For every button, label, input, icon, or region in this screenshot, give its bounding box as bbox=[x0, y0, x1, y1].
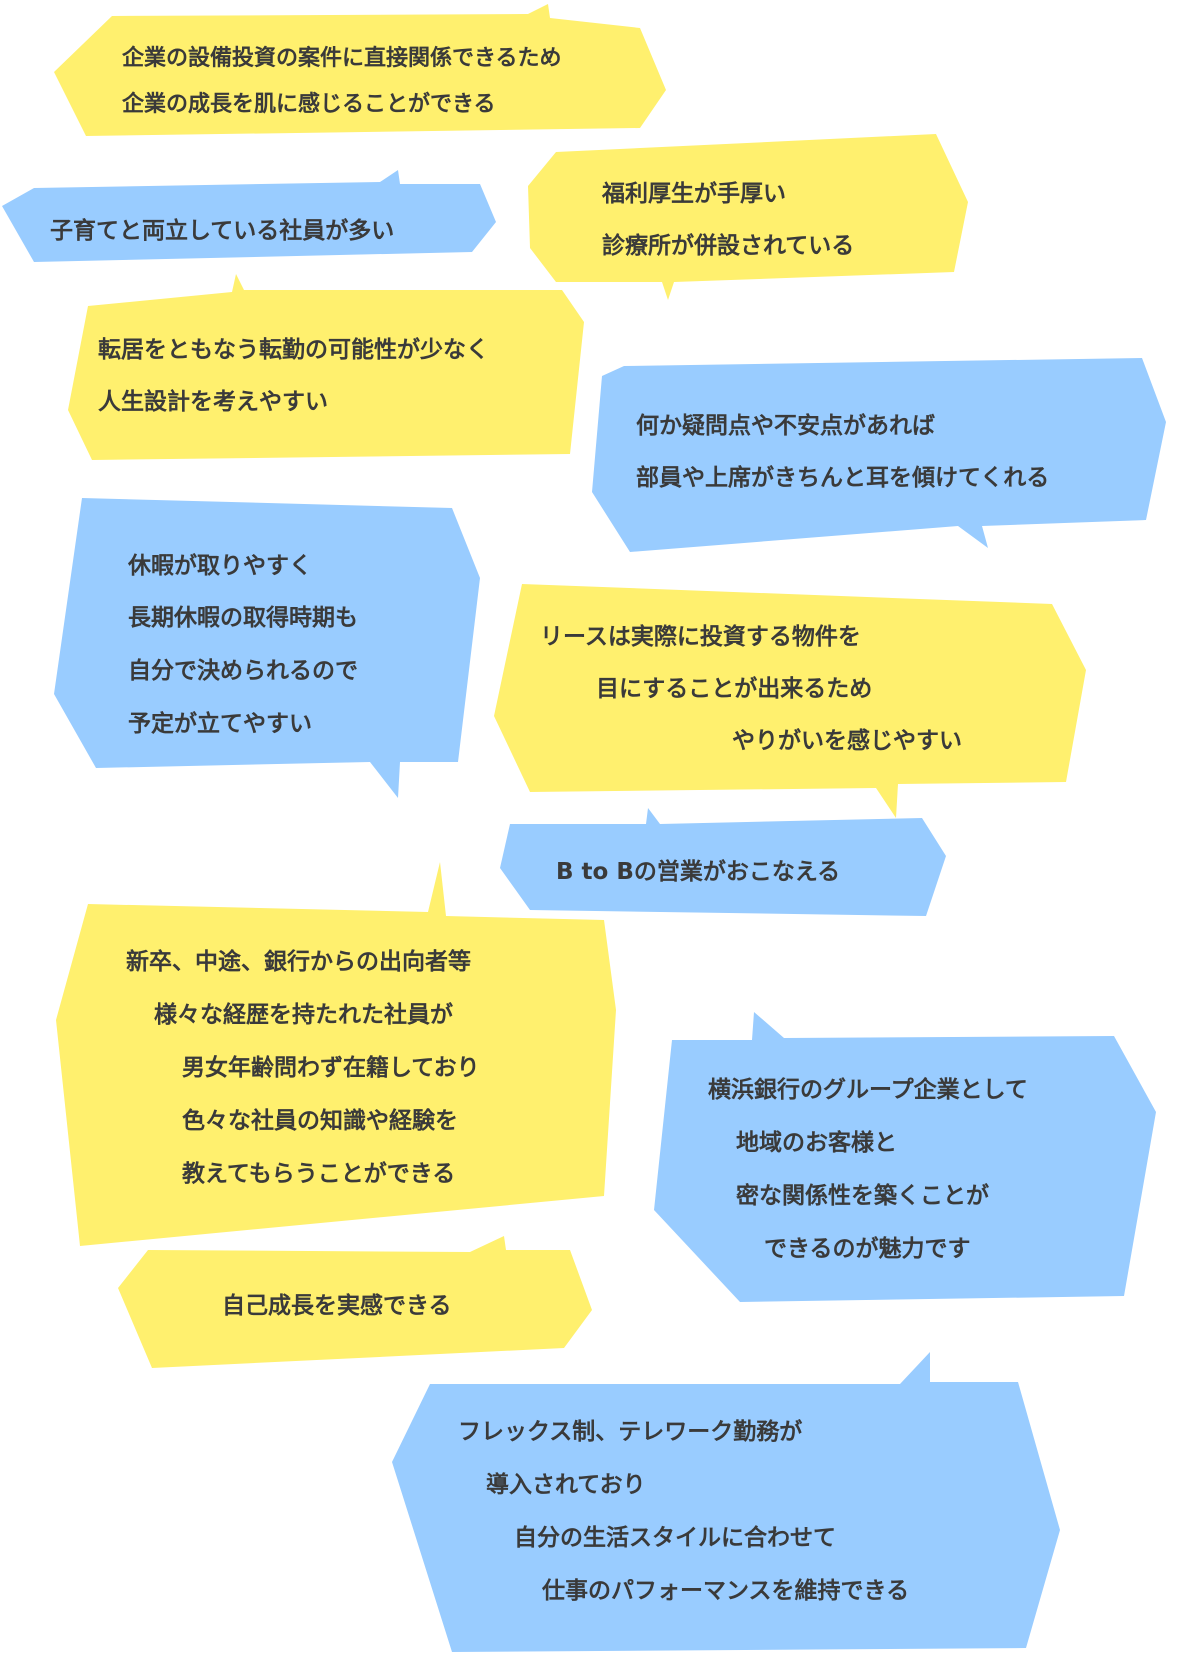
bubble-line: 地域のお客様と bbox=[736, 1130, 897, 1156]
bubble-line: 横浜銀行のグループ企業として bbox=[708, 1077, 1028, 1103]
bubble-line: 部員や上席がきちんと耳を傾けてくれる bbox=[636, 465, 1050, 491]
bubble-line: できるのが魅力です bbox=[764, 1236, 971, 1262]
speech-bubble-shape bbox=[118, 1236, 592, 1368]
bubble-line: 長期休暇の取得時期も bbox=[128, 605, 358, 631]
speech-bubble-shape bbox=[500, 808, 946, 916]
bubble-line: 福利厚生が手厚い bbox=[602, 181, 786, 207]
bubble-line: 教えてもらうことができる bbox=[182, 1161, 456, 1187]
speech-bubble-shape bbox=[68, 274, 584, 460]
bubble-line: 診療所が併設されている bbox=[602, 233, 855, 259]
bubble-line: 企業の成長を肌に感じることができる bbox=[122, 92, 496, 117]
bubble-line: 予定が立てやすい bbox=[128, 711, 312, 737]
speech-bubble-shape bbox=[2, 170, 496, 262]
bubble-line: 人生設計を考えやすい bbox=[98, 389, 328, 415]
speech-bubble-shape bbox=[494, 584, 1086, 818]
bubble-line: 仕事のパフォーマンスを維持できる bbox=[542, 1578, 910, 1604]
bubble-line: 自分で決められるので bbox=[128, 658, 358, 684]
speech-bubble-shape bbox=[592, 358, 1166, 552]
bubble-line: 様々な経歴を持たれた社員が bbox=[154, 1002, 453, 1028]
bubble-line: 男女年齢問わず在籍しており bbox=[182, 1055, 480, 1081]
speech-bubble-shape bbox=[54, 4, 666, 136]
bubble-line: 転居をともなう転勤の可能性が少なく bbox=[98, 337, 489, 363]
bubble-line: フレックス制、テレワーク勤務が bbox=[458, 1419, 803, 1445]
speech-bubble-shape bbox=[392, 1352, 1060, 1652]
bubble-line: 企業の設備投資の案件に直接関係できるため bbox=[122, 46, 562, 71]
speech-bubble-shape bbox=[528, 134, 968, 300]
bubble-line: 密な関係性を築くことが bbox=[736, 1183, 989, 1209]
bubble-line: 子育てと両立している社員が多い bbox=[50, 218, 395, 244]
bubble-line: 何か疑問点や不安点があれば bbox=[636, 413, 935, 439]
bubble-line: 自己成長を実感できる bbox=[222, 1293, 452, 1319]
bubble-line: 新卒、中途、銀行からの出向者等 bbox=[126, 949, 471, 975]
bubble-line: 休暇が取りやすく bbox=[128, 553, 312, 579]
bubble-line: 色々な社員の知識や経験を bbox=[182, 1108, 458, 1134]
speech-bubble-shape bbox=[654, 1012, 1156, 1302]
bubble-line: 導入されており bbox=[486, 1472, 646, 1498]
bubble-line: リースは実際に投資する物件を bbox=[540, 624, 861, 650]
bubble-line: 自分の生活スタイルに合わせて bbox=[514, 1525, 836, 1551]
bubble-line: 目にすることが出来るため bbox=[596, 676, 873, 702]
bubble-line: やりがいを感じやすい bbox=[732, 728, 962, 754]
speech-bubble-shape bbox=[54, 498, 480, 798]
bubble-line: B to Bの営業がおこなえる bbox=[556, 859, 841, 885]
speech-bubble-shape bbox=[56, 862, 616, 1246]
